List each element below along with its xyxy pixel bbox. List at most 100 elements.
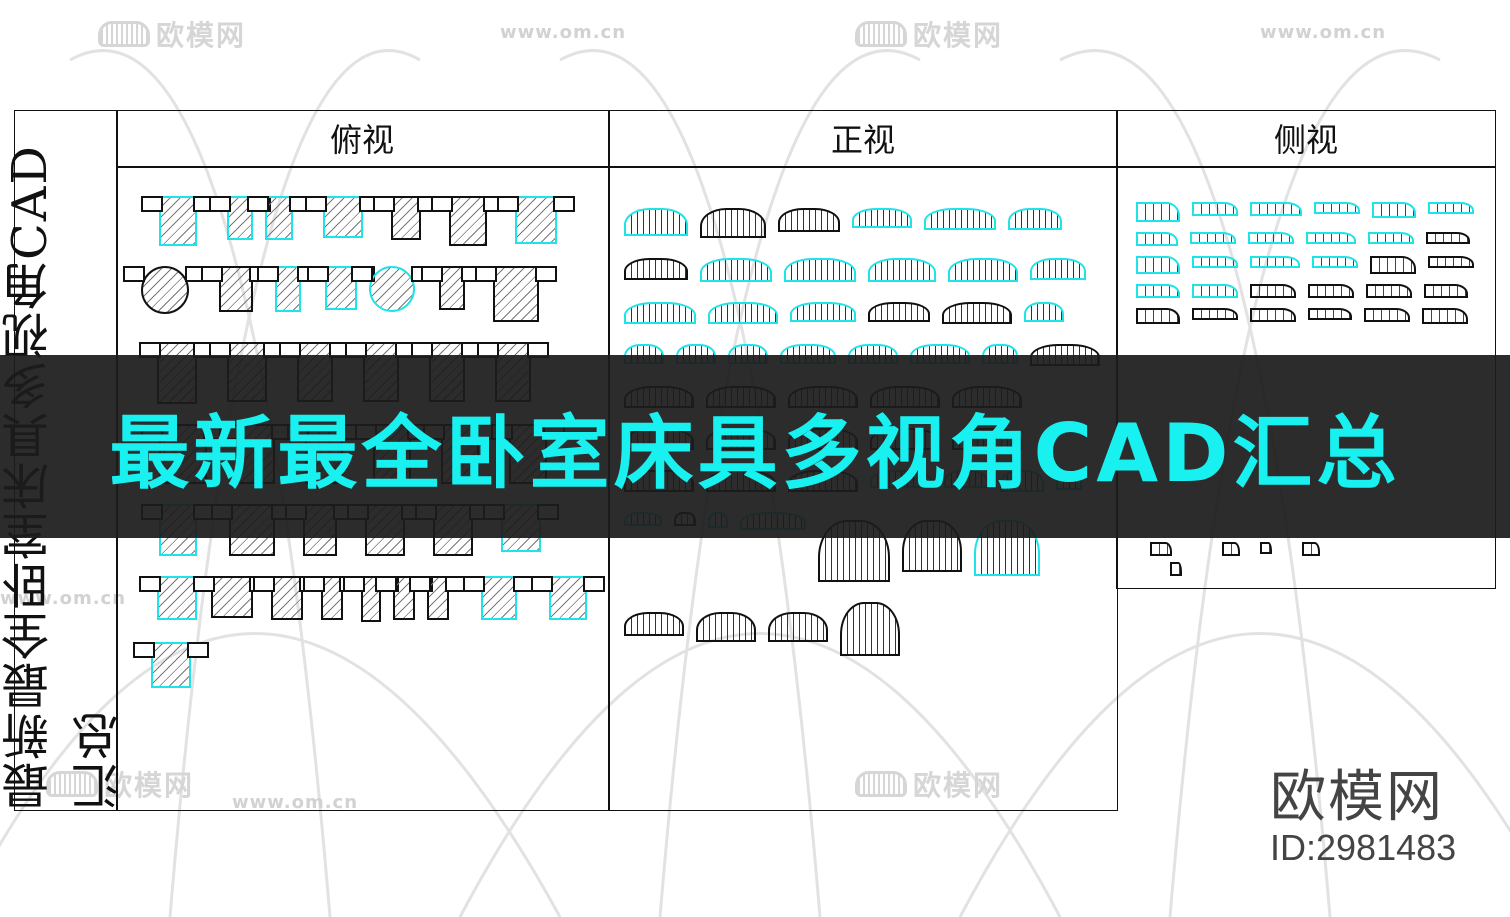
- cad-block-bed-top[interactable]: [305, 196, 381, 238]
- sofa-icon: [855, 21, 907, 47]
- cad-block-bed-front[interactable]: [852, 208, 912, 228]
- cad-block-bed-top[interactable]: [257, 266, 319, 312]
- cad-block-bed-side[interactable]: [1366, 284, 1412, 298]
- column-header-side-view: 侧视: [1273, 121, 1338, 159]
- cad-block-bed-top[interactable]: [409, 576, 467, 620]
- cad-block-bed-top[interactable]: [531, 576, 605, 620]
- cad-block-bed-front[interactable]: [696, 612, 756, 642]
- cad-block-bed-top[interactable]: [139, 576, 215, 620]
- side-view-sheet: [1116, 110, 1496, 589]
- cad-block-bed-top[interactable]: [497, 196, 575, 244]
- cad-block-detail[interactable]: [1150, 542, 1172, 556]
- cad-block-bed-front[interactable]: [700, 258, 772, 282]
- cad-block-bed-side[interactable]: [1426, 232, 1470, 244]
- cad-block-bed-top[interactable]: [421, 266, 483, 310]
- cad-block-bed-front[interactable]: [624, 302, 696, 324]
- cad-block-bed-side[interactable]: [1250, 308, 1296, 322]
- cad-block-bed-top[interactable]: [303, 576, 361, 620]
- cad-block-bed-front[interactable]: [700, 208, 766, 238]
- cad-block-bed-side[interactable]: [1424, 284, 1468, 298]
- cad-block-bed-front[interactable]: [778, 208, 840, 232]
- cad-block-bed-top[interactable]: [253, 576, 321, 620]
- cad-block-bed-side[interactable]: [1428, 256, 1474, 268]
- cad-block-bed-side[interactable]: [1250, 202, 1302, 216]
- cad-block-bed-side[interactable]: [1250, 256, 1300, 268]
- cad-block-bed-top[interactable]: [475, 266, 557, 322]
- cad-block-round-bed-top[interactable]: [123, 266, 207, 314]
- watermark-logo: 欧模网: [855, 14, 1003, 54]
- cad-block-bed-side[interactable]: [1136, 256, 1180, 274]
- cad-block-bed-top[interactable]: [141, 196, 215, 246]
- cad-block-bed-side[interactable]: [1372, 202, 1416, 218]
- sofa-icon: [98, 21, 150, 47]
- side-view-block-grid: [1130, 202, 1490, 334]
- cad-block-bed-side[interactable]: [1192, 202, 1238, 216]
- cad-block-bed-front[interactable]: [924, 208, 996, 230]
- cad-block-bed-top[interactable]: [193, 576, 271, 618]
- cad-block-bed-top[interactable]: [463, 576, 535, 620]
- cad-block-bed-top[interactable]: [247, 196, 311, 240]
- cad-block-bed-front[interactable]: [868, 258, 936, 282]
- cad-block-bed-front[interactable]: [790, 302, 856, 322]
- cad-block-bed-side[interactable]: [1190, 232, 1236, 244]
- cad-block-bed-side[interactable]: [1250, 284, 1296, 298]
- cad-block-bed-side[interactable]: [1192, 256, 1238, 268]
- cad-block-bed-front[interactable]: [1008, 208, 1062, 230]
- cad-block-bed-front[interactable]: [624, 208, 688, 236]
- brand-name: 欧模网: [1270, 765, 1444, 830]
- cad-block-bed-front[interactable]: [1030, 258, 1086, 280]
- cad-block-bed-side[interactable]: [1368, 232, 1414, 244]
- brand-block: 欧模网 ID:2981483: [1270, 768, 1470, 868]
- cad-block-bed-front[interactable]: [708, 302, 778, 324]
- side-view-detail-grid: [1150, 540, 1370, 580]
- sofa-icon: [855, 771, 907, 797]
- cad-block-bed-side[interactable]: [1136, 308, 1180, 324]
- cad-block-bed-side[interactable]: [1314, 202, 1360, 214]
- cad-block-bed-front[interactable]: [942, 302, 1012, 324]
- cad-block-detail[interactable]: [1170, 562, 1182, 576]
- cad-block-bed-front[interactable]: [840, 602, 900, 656]
- cad-block-bed-front[interactable]: [768, 612, 828, 642]
- column-header-top-view: 俯视: [329, 121, 394, 159]
- cad-block-detail[interactable]: [1260, 542, 1272, 554]
- cad-block-bed-side[interactable]: [1248, 232, 1294, 244]
- cad-block-bed-side[interactable]: [1308, 308, 1352, 320]
- cad-block-bed-side[interactable]: [1136, 232, 1178, 246]
- cad-block-bed-side[interactable]: [1136, 202, 1180, 222]
- sofa-icon: [46, 771, 98, 797]
- cad-block-bed-side[interactable]: [1306, 232, 1356, 244]
- cad-block-bed-side[interactable]: [1192, 284, 1238, 298]
- cad-block-bed-top[interactable]: [351, 266, 433, 312]
- divider: [1116, 166, 1496, 168]
- banner-title: 最新最全卧室床具多视角CAD汇总: [109, 406, 1401, 500]
- cad-block-bed-side[interactable]: [1312, 256, 1358, 268]
- divider: [116, 166, 1118, 168]
- cad-block-detail[interactable]: [1222, 542, 1240, 556]
- cad-block-bed-front[interactable]: [784, 258, 856, 282]
- cad-block-bed-side[interactable]: [1364, 308, 1410, 322]
- cad-block-bed-side[interactable]: [1308, 284, 1354, 298]
- cad-block-bed-side[interactable]: [1192, 308, 1238, 320]
- watermark-logo: 欧模网: [855, 764, 1003, 804]
- watermark-logo: 欧模网: [46, 764, 194, 804]
- cad-block-bed-front[interactable]: [948, 258, 1018, 282]
- cad-block-detail[interactable]: [1302, 542, 1320, 556]
- title-banner: 最新最全卧室床具多视角CAD汇总: [0, 355, 1510, 538]
- cad-block-bed-top[interactable]: [431, 196, 505, 246]
- watermark-url: www.om.cn: [232, 792, 359, 813]
- cad-block-bed-side[interactable]: [1422, 308, 1468, 324]
- brand-id: ID:2981483: [1270, 827, 1457, 868]
- cad-block-bed-top[interactable]: [201, 266, 271, 312]
- cad-block-bed-front[interactable]: [868, 302, 930, 322]
- cad-block-bed-front[interactable]: [1024, 302, 1064, 322]
- cad-block-bed-side[interactable]: [1370, 256, 1416, 274]
- cad-block-bed-top[interactable]: [133, 642, 209, 688]
- cad-block-bed-top[interactable]: [373, 196, 439, 240]
- cad-block-bed-front[interactable]: [624, 258, 688, 280]
- watermark-url: www.om.cn: [500, 22, 627, 43]
- watermark-url: www.om.cn: [0, 588, 127, 609]
- cad-block-bed-side[interactable]: [1136, 284, 1180, 298]
- cad-block-bed-side[interactable]: [1428, 202, 1474, 214]
- cad-block-bed-front[interactable]: [624, 612, 684, 636]
- column-header-front-view: 正视: [830, 121, 895, 159]
